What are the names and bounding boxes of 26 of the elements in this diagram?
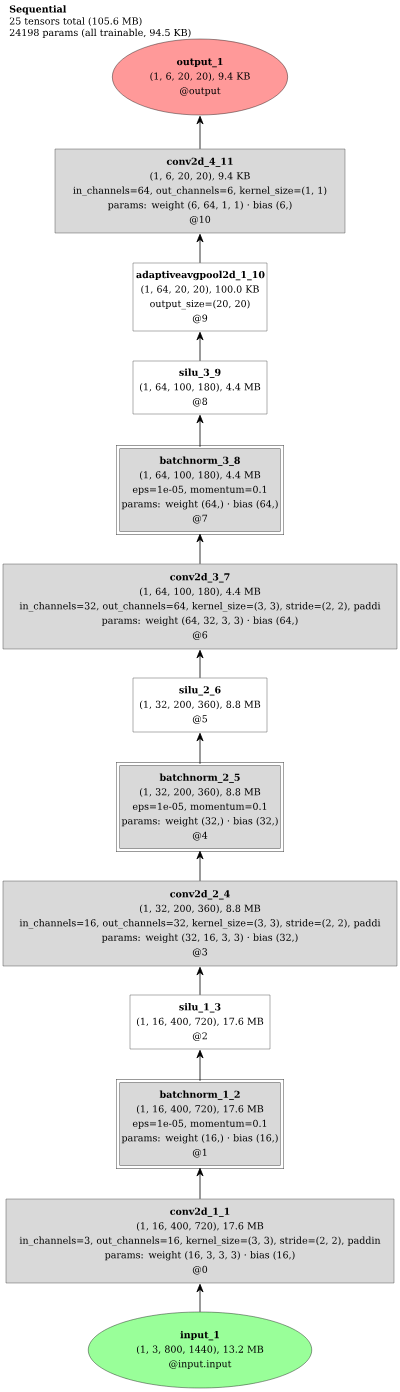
arrow [196, 533, 204, 565]
layer-box: silu_1_3 (1, 16, 400, 720), 17.6 MB @2 [129, 994, 271, 1050]
diagram-title: Sequential [9, 5, 67, 15]
arrow [196, 966, 204, 996]
arrow [196, 850, 204, 882]
arrow [196, 649, 204, 679]
layer-box: silu_3_9 (1, 64, 100, 180), 4.4 MB @8 [132, 360, 268, 415]
double-border-box: batchnorm_1_2 (1, 16, 400, 720), 17.6 MB eps=1e-05, momentum=0.1 params: weight (16,) · bias (16,) @1 [116, 1079, 284, 1169]
layer-box: adaptiveavgpool2d_1_10 (1, 64, 20, 20), 100.0 KB output_size=(20, 20) @9 [132, 262, 268, 332]
arrow [196, 732, 204, 765]
layer-box: conv2d_4_11 (1, 6, 20, 20), 9.4 KB in_channels=64, out_channels=6, kernel_size=(1, 1) params: weight (6, 64, 1, 1) · bias (6,) @10 [54, 148, 346, 234]
layer-box: conv2d_3_7 (1, 64, 100, 180), 4.4 MB in_channels=32, out_channels=64, kernel_size=(3, 3), stride=(2, 2), paddi params: weight (64, 32, 3, 3) · bias (64,) @6 [2, 563, 398, 650]
double-border-box: batchnorm_3_8 (1, 64, 100, 180), 4.4 MB eps=1e-05, momentum=0.1 params: weight (64,) · bias (64,) @7 [116, 445, 284, 535]
double-border-box: batchnorm_2_5 (1, 32, 200, 360), 8.8 MB eps=1e-05, momentum=0.1 params: weight (32,) · bias (32,) @4 [116, 762, 284, 852]
layer-box: conv2d_2_4 (1, 32, 200, 360), 8.8 MB in_channels=16, out_channels=32, kernel_size=(3, 3), stride=(2, 2), paddi params: weight (32, 16, 3, 3) · bias (32,) @3 [2, 880, 398, 967]
arrow [196, 1049, 204, 1082]
arrow [196, 1167, 204, 1200]
arrow [196, 331, 204, 362]
arrow [196, 115, 204, 150]
arrow [196, 233, 204, 264]
layer-box: silu_2_6 (1, 32, 200, 360), 8.8 MB @5 [132, 677, 268, 733]
arrow [196, 414, 204, 448]
summary-text: 25 tensors total (105.6 MB) [9, 17, 142, 26]
arrow [196, 1283, 204, 1313]
layer-box: conv2d_1_1 (1, 16, 400, 720), 17.6 MB in_channels=3, out_channels=16, kernel_size=(3, 3), stride=(2, 2), paddin params: weight (16, 3, 3, 3) · bias (16,) @0 [5, 1198, 395, 1284]
summary-text: 24198 params (all trainable, 94.5 KB) [9, 28, 191, 38]
